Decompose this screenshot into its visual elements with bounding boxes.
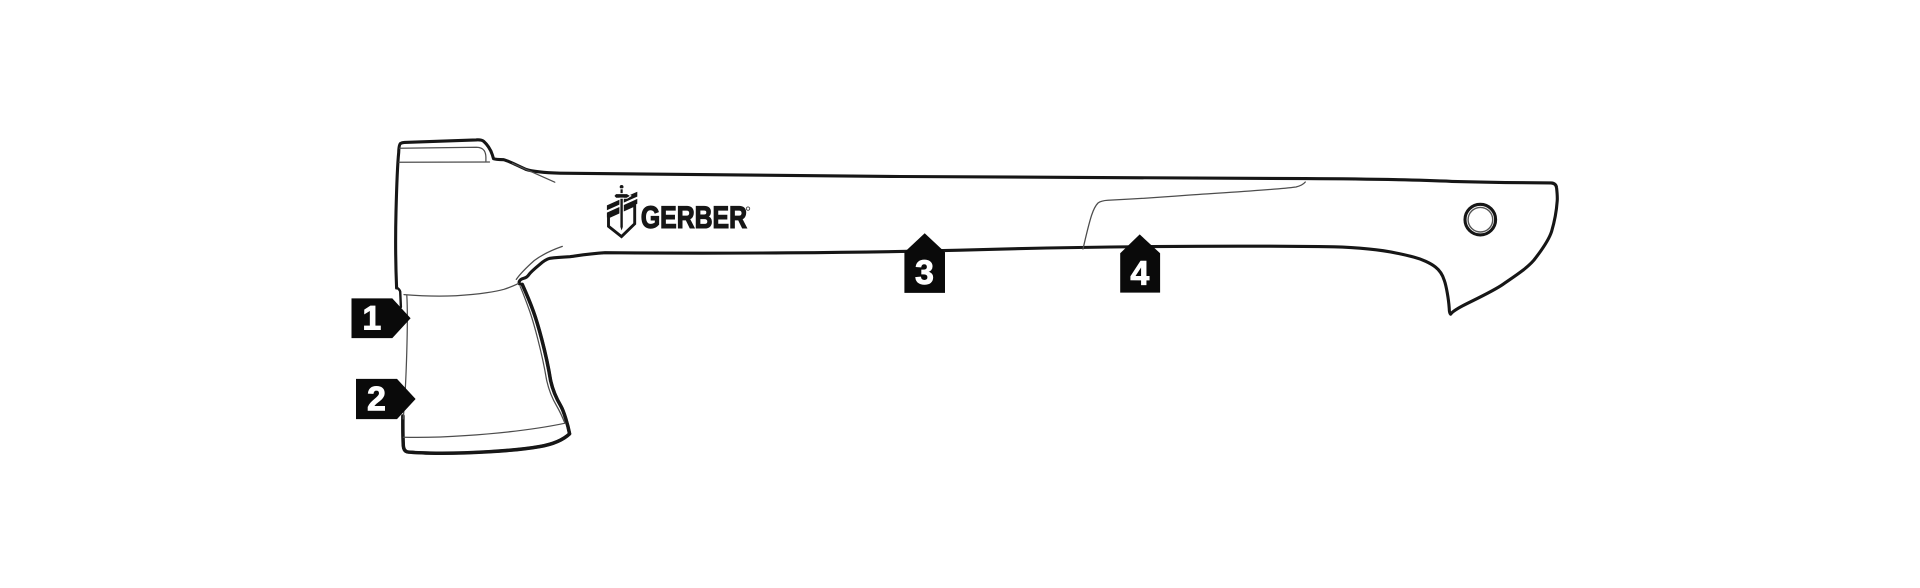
svg-text:2: 2	[367, 380, 386, 418]
svg-text:4: 4	[1130, 255, 1149, 293]
svg-text:1: 1	[362, 299, 381, 337]
svg-text:GERBER: GERBER	[641, 200, 747, 234]
svg-text:3: 3	[915, 254, 934, 292]
